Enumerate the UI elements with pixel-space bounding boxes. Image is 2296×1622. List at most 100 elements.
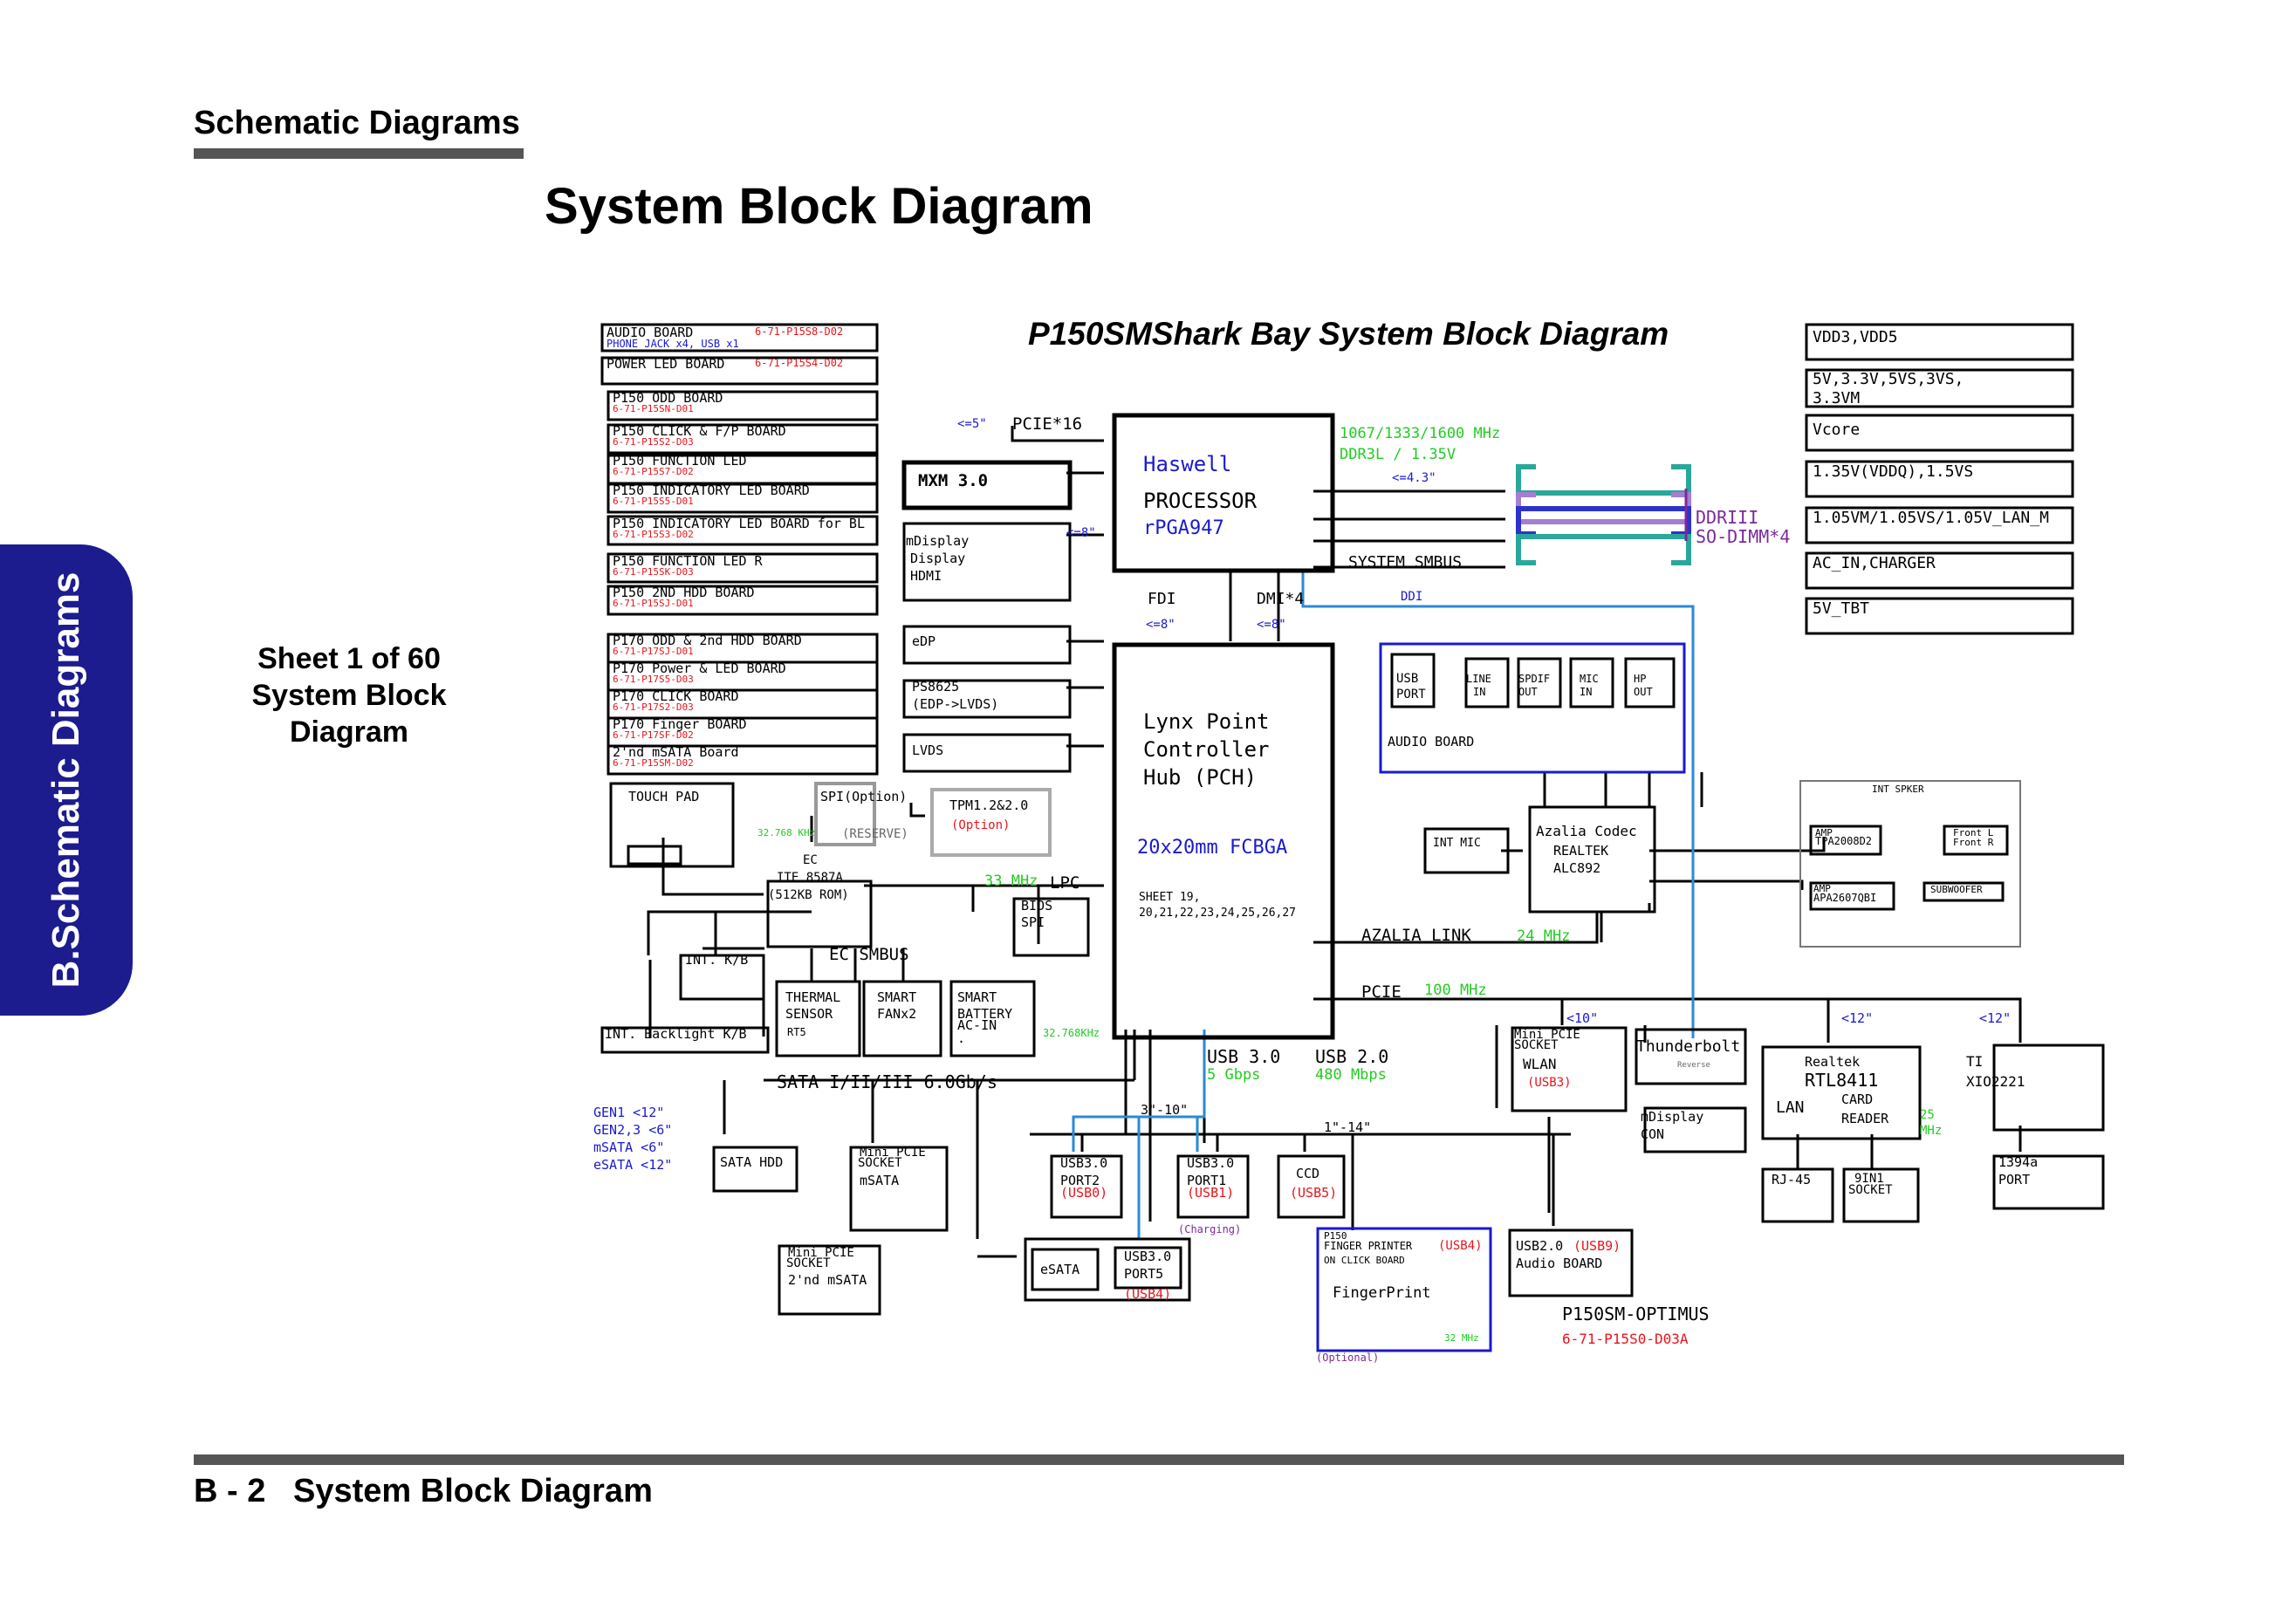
label-mxm: MXM 3.0: [918, 471, 988, 490]
label-fdi: FDI: [1148, 590, 1176, 608]
label-p1c: (USB1): [1187, 1185, 1234, 1201]
board-name: P150 CLICK & F/P BOARD: [613, 423, 786, 439]
label-l1: Lynx Point: [1143, 709, 1270, 734]
label-p5a: USB3.0: [1124, 1249, 1171, 1264]
label-p5b: PORT5: [1124, 1266, 1163, 1282]
label-ec2: ITE 8587A: [777, 871, 843, 885]
label-fp3: ON CLICK BOARD: [1324, 1255, 1405, 1266]
label-tb2: Reverse: [1677, 1061, 1710, 1070]
label-esata: eSATA: [1040, 1262, 1079, 1277]
power-rail: 1.05VM/1.05VS/1.05V_LAN_M: [1813, 509, 2049, 527]
label-ab-board: Audio BOARD: [1516, 1256, 1602, 1271]
label-ccd: CCD: [1296, 1166, 1319, 1181]
label-l2: Controller: [1143, 737, 1270, 762]
label-rj45: RJ-45: [1772, 1172, 1811, 1187]
label-usb3: USB 3.0: [1207, 1046, 1280, 1067]
label-amp1a: AMP: [1815, 827, 1833, 838]
board-code: 6-71-P15SK-D03: [613, 566, 694, 578]
label-fan1: SMART: [877, 989, 916, 1005]
label-backlight: INT. Backlight K/B: [605, 1026, 747, 1042]
label-mp1a: Mini PCIE: [860, 1146, 926, 1160]
board-name: POWER LED BOARD: [607, 356, 724, 372]
label-sub: SUBWOOFER: [1930, 884, 1983, 895]
label-len: <=4.3": [1392, 471, 1436, 485]
label-audio-board: AUDIO BOARD: [1388, 734, 1474, 749]
footer-title: B - 2 System Block Diagram: [194, 1473, 653, 1509]
label-gen1: GEN1 <12": [593, 1105, 664, 1120]
board-code: 6-71-P17SJ-D01: [613, 646, 694, 657]
label-gen2: GEN2,3 <6": [593, 1122, 672, 1138]
board-name: AUDIO BOARD: [607, 325, 693, 340]
label-satahdd: SATA HDD: [720, 1154, 783, 1170]
board-name: 2'nd mSATA Board: [613, 744, 739, 760]
label-ecsmbus: EC SMBUS: [829, 945, 909, 964]
label-ti2: XIO2221: [1966, 1073, 2025, 1090]
board-name: P170 Finger BOARD: [613, 716, 747, 732]
page-title: System Block Diagram: [545, 178, 1093, 235]
label-fp-mhz: 32 MHz: [1444, 1332, 1479, 1344]
label-p1394a: 1394a: [1998, 1154, 2038, 1170]
sheet-name-line1: System Block: [251, 679, 447, 712]
label-mdisp2: Display: [910, 551, 965, 566]
label-bat3: AC-IN: [957, 1017, 997, 1033]
label-usb2s: 480 Mbps: [1315, 1066, 1387, 1084]
label-s9a: 9IN1: [1854, 1172, 1884, 1186]
label-bat4: .: [957, 1030, 965, 1046]
label-az3: ALC892: [1553, 860, 1600, 876]
label-ti1: TI: [1966, 1053, 1983, 1070]
board-code: 6-71-P15S3-D02: [613, 529, 694, 540]
label-mp1c: mSATA: [860, 1173, 899, 1188]
label-wl1: Mini PCIE: [1514, 1028, 1580, 1042]
diagram-title: P150SMShark Bay System Block Diagram: [1028, 316, 1669, 352]
label-fan2: FANx2: [877, 1006, 916, 1022]
board-code: 6-71-P15S5-D01: [613, 496, 694, 507]
label-usb2: USB 2.0: [1315, 1046, 1388, 1067]
side-tab[interactable]: B.Schematic Diagrams: [0, 544, 133, 1016]
block-boxes: [600, 323, 2105, 1316]
label-bat2: BATTERY: [957, 1006, 1012, 1022]
label-fp4: FingerPrint: [1333, 1284, 1431, 1302]
label-ec3: (512KB ROM): [768, 888, 849, 902]
label-sheets1: SHEET 19,: [1139, 891, 1200, 904]
label-charging: (Charging): [1178, 1223, 1241, 1235]
board-code: 6-71-P17S2-D03: [613, 701, 694, 713]
label-p1b: PORT1: [1187, 1173, 1226, 1188]
label-type: DDR3L / 1.35V: [1340, 446, 1456, 463]
label-tb1: Thunderbolt: [1636, 1037, 1740, 1056]
label-sata: SATA I/II/III 6.0Gb/s: [777, 1071, 997, 1092]
power-rail: 5V,3.3V,5VS,3VS,: [1813, 370, 1964, 388]
label-l1: DDRIII: [1696, 507, 1758, 528]
label-ab-usb9: (USB9): [1573, 1238, 1621, 1254]
power-rail: Vcore: [1813, 421, 1860, 439]
label-aj-sp1: SPDIF: [1518, 673, 1550, 685]
connection-lines: [647, 426, 2022, 1258]
label-ps2: (EDP->LVDS): [912, 696, 998, 712]
label-len12b: <12": [1979, 1010, 2011, 1026]
label-p2b: PORT2: [1060, 1173, 1100, 1188]
label-aj-li1: LINE: [1466, 673, 1491, 685]
label-bios1: BIOS: [1021, 898, 1052, 914]
power-rail: 5V_TBT: [1813, 599, 1869, 618]
label-s9b: SOCKET: [1848, 1183, 1893, 1197]
label-len1-14: 1"-14": [1324, 1119, 1371, 1135]
power-rail: VDD3,VDD5: [1813, 328, 1898, 346]
label-ccd-usb: (USB5): [1290, 1185, 1337, 1201]
label-speed: 1067/1333/1600 MHz: [1340, 425, 1500, 442]
label-fp-usb: (USB4): [1438, 1239, 1483, 1253]
board-name: P150 FUNCTION LED: [613, 453, 747, 469]
dimm-graphic: [1516, 464, 1691, 565]
label-mhz33: 33 MHz: [984, 873, 1038, 890]
label-model-code: 6-71-P15S0-D03A: [1562, 1331, 1689, 1347]
label-mp2b: SOCKET: [786, 1256, 831, 1270]
board-name: P150 FUNCTION LED R: [613, 553, 764, 569]
label-fp1: P150: [1324, 1230, 1347, 1242]
label-fp-opt: (Optional): [1316, 1352, 1379, 1364]
footer-rule: [194, 1454, 2124, 1465]
label-rt5: READER: [1841, 1111, 1889, 1126]
label-bios2: SPI: [1021, 914, 1045, 930]
label-spker: INT SPKER: [1872, 784, 1924, 795]
label-mhz24: 24 MHz: [1517, 927, 1570, 945]
board-code: 6-71-P15S4-D02: [755, 357, 843, 369]
label-reserve: (RESERVE): [842, 827, 908, 841]
